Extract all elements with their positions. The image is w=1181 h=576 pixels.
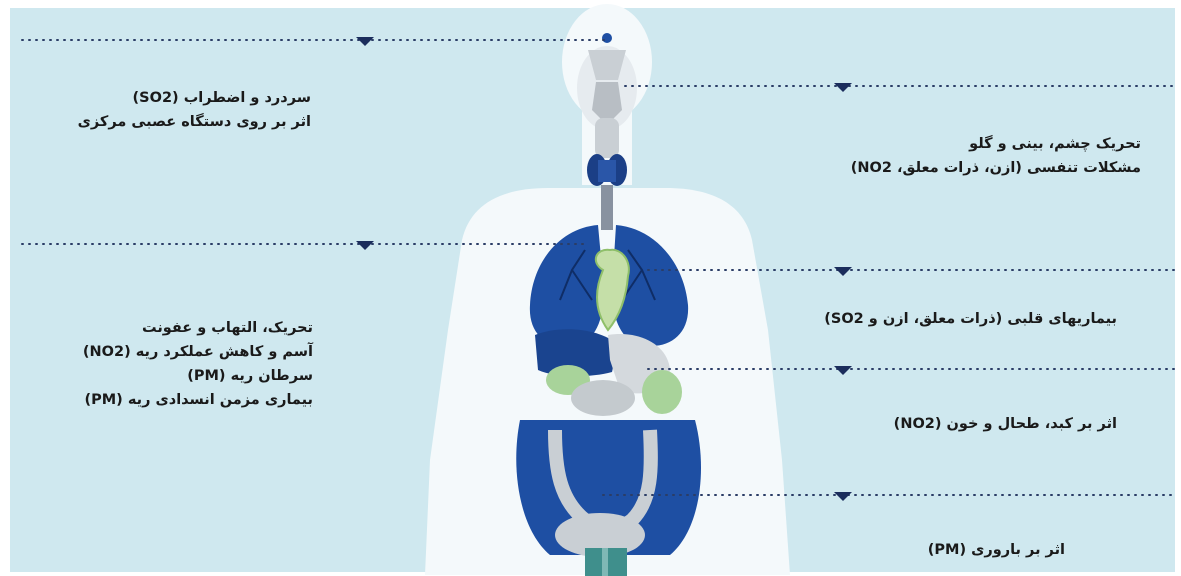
effect-line: اثر بر روی دستگاه عصبی مرکزی (78, 110, 311, 134)
marker-triangle-icon (834, 492, 852, 501)
marker-triangle-icon (834, 267, 852, 276)
effect-label-heart: بیماریهای قلبی (ذرات معلق، ازن و SO2) (824, 307, 1117, 331)
effect-label-liver-blood: اثر بر کبد، طحال و خون (NO2) (894, 412, 1117, 436)
effect-label-head: سردرد و اضطراب (SO2) اثر بر روی دستگاه ع… (78, 86, 311, 134)
marker-triangle-icon (834, 366, 852, 375)
effect-label-fertility: اثر بر باروری (PM) (928, 538, 1065, 562)
effect-line: تحریک، التهاب و عفونت (83, 316, 313, 340)
brain-dot-icon (602, 33, 612, 43)
marker-triangle-icon (356, 241, 374, 250)
effect-line: سرطان ریه (PM) (83, 364, 313, 388)
marker-triangle-icon (356, 37, 374, 46)
intestines (516, 420, 701, 557)
effect-label-lungs: تحریک، التهاب و عفونت آسم و کاهش عملکرد … (83, 316, 313, 412)
marker-triangle-icon (834, 83, 852, 92)
effect-line: سردرد و اضطراب (SO2) (78, 86, 311, 110)
effect-line: مشکلات تنفسی (ازن، ذرات معلق، NO2) (851, 156, 1141, 180)
effect-line: اثر بر باروری (PM) (928, 538, 1065, 562)
effect-line: تحریک چشم، بینی و گلو (851, 132, 1141, 156)
effect-line: اثر بر کبد، طحال و خون (NO2) (894, 412, 1117, 436)
pelvic-region (585, 548, 627, 576)
effect-label-eyes-nose-throat: تحریک چشم، بینی و گلو مشکلات تنفسی (ازن،… (851, 132, 1141, 180)
effect-line: آسم و کاهش عملکرد ریه (NO2) (83, 340, 313, 364)
effect-line: بیماری مزمن انسدادی ریه (PM) (83, 388, 313, 412)
effect-line: بیماریهای قلبی (ذرات معلق، ازن و SO2) (824, 307, 1117, 331)
